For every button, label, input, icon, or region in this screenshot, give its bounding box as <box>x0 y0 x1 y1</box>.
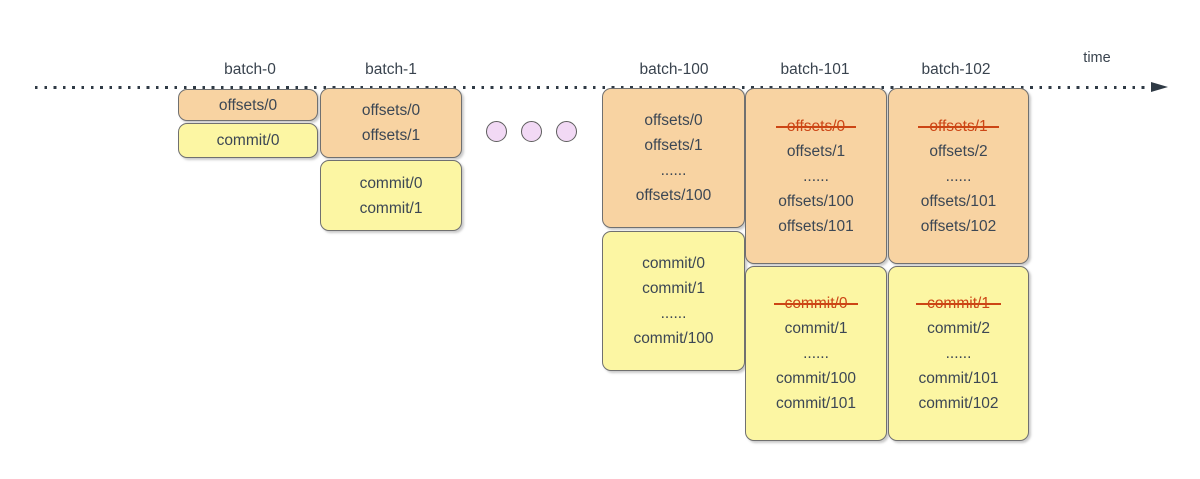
offsets-box: offsets/0 offsets/1...... offsets/100 offse… <box>745 88 887 264</box>
commit-box: commit/0 commit/1...... commit/100 <box>602 231 745 371</box>
commit-box: commit/0 commit/1 <box>320 160 462 231</box>
box-line: offsets/101 <box>778 214 854 239</box>
box-line: offsets/100 <box>636 183 712 208</box>
box-line: commit/1 <box>642 276 705 301</box>
struck-box-line: offsets/1 <box>918 114 1000 139</box>
box-line: offsets/1 <box>787 139 845 164</box>
box-line: offsets/102 <box>921 214 997 239</box>
box-line: commit/100 <box>633 326 713 351</box>
box-line: commit/1 <box>785 316 848 341</box>
batch-label: batch-100 <box>639 61 709 78</box>
batch-label: batch-102 <box>921 61 991 78</box>
box-line-text: offsets/1 <box>786 142 846 160</box>
box-line: commit/1 <box>360 196 423 221</box>
time-axis-label: time <box>1083 50 1111 66</box>
struck-box-line: commit/1 <box>916 291 1001 316</box>
box-line-text: offsets/0 <box>218 96 278 114</box>
ellipsis-dot-icon <box>556 121 577 142</box>
box-line: offsets/100 <box>778 189 854 214</box>
batch-label: batch-1 <box>365 61 417 78</box>
box-line: commit/0 <box>217 128 280 153</box>
box-line-text: offsets/0 <box>361 102 421 119</box>
box-line-text: commit/100 <box>775 370 857 387</box>
box-line-text: commit/0 <box>216 132 280 149</box>
box-line-text: commit/1 <box>642 280 705 297</box>
box-line-text: ...... <box>660 305 687 322</box>
ellipsis-dot-icon <box>486 121 507 142</box>
box-line-text: commit/1 <box>784 320 848 337</box>
box-line-text: commit/0 <box>773 291 859 316</box>
box-line: commit/2 <box>927 316 990 341</box>
box-line-text: commit/2 <box>927 320 990 337</box>
box-line: commit/101 <box>918 366 998 391</box>
box-line: offsets/101 <box>921 189 997 214</box>
ellipsis-dot-icon <box>521 121 542 142</box>
box-line-text: commit/0 <box>359 174 423 192</box>
box-line: commit/101 <box>776 391 856 416</box>
box-line: commit/102 <box>918 391 998 416</box>
box-line: ...... <box>803 341 829 366</box>
box-line-text: ...... <box>803 167 829 185</box>
batch-label: batch-101 <box>780 61 850 78</box>
batch-label: batch-0 <box>224 61 276 78</box>
box-line: commit/0 <box>642 251 705 276</box>
box-line: offsets/1 <box>644 133 702 158</box>
box-line-text: offsets/1 <box>918 114 1000 139</box>
offsets-box: offsets/1 offsets/2...... offsets/101 offse… <box>888 88 1029 264</box>
box-line-text: offsets/102 <box>920 217 997 235</box>
commit-box: commit/0 commit/1...... commit/100 commit/1… <box>745 266 887 441</box>
struck-box-line: commit/0 <box>773 291 859 316</box>
box-line-text: offsets/1 <box>361 127 421 144</box>
offsets-box: offsets/0 offsets/1 <box>320 88 462 158</box>
box-line-text: offsets/2 <box>929 142 988 160</box>
struck-box-line: offsets/0 <box>775 114 857 139</box>
box-line-text: offsets/101 <box>778 217 854 235</box>
box-line: offsets/2 <box>929 139 987 164</box>
box-line-text: offsets/101 <box>920 192 997 210</box>
box-line-text: commit/0 <box>642 255 705 272</box>
box-line-text: commit/101 <box>918 370 999 387</box>
timeline-dotted-line <box>35 86 1149 89</box>
box-line: ...... <box>661 158 687 183</box>
box-line-text: commit/1 <box>359 199 423 217</box>
box-line: commit/100 <box>776 366 856 391</box>
box-line-text: commit/101 <box>775 395 857 412</box>
box-line-text: ...... <box>945 345 972 362</box>
box-line-text: offsets/100 <box>635 187 712 204</box>
box-line: offsets/0 <box>644 108 702 133</box>
box-line-text: ...... <box>945 167 972 185</box>
box-line-text: commit/1 <box>916 291 1001 316</box>
box-line-text: offsets/0 <box>644 112 703 129</box>
box-line: ...... <box>803 164 829 189</box>
offsets-box: offsets/0 offsets/1...... offsets/100 <box>602 88 745 228</box>
commit-box: commit/0 <box>178 123 318 158</box>
offsets-box: offsets/0 <box>178 89 318 121</box>
commit-box: commit/1 commit/2...... commit/101 commit/1… <box>888 266 1029 441</box>
box-line: ...... <box>661 301 687 326</box>
box-line-text: offsets/0 <box>775 114 857 139</box>
box-line-text: commit/102 <box>918 395 999 412</box>
box-line: ...... <box>946 164 972 189</box>
box-line: offsets/1 <box>362 123 420 148</box>
box-line-text: offsets/1 <box>644 137 703 154</box>
box-line: commit/0 <box>360 171 423 196</box>
box-line-text: commit/100 <box>633 330 714 347</box>
box-line-text: offsets/100 <box>778 192 854 210</box>
box-line: offsets/0 <box>362 98 420 123</box>
box-line-text: ...... <box>660 162 687 179</box>
box-line: offsets/0 <box>219 93 277 118</box>
box-line: ...... <box>946 341 972 366</box>
timeline-arrowhead-icon <box>1151 82 1168 92</box>
box-line-text: ...... <box>803 345 829 362</box>
